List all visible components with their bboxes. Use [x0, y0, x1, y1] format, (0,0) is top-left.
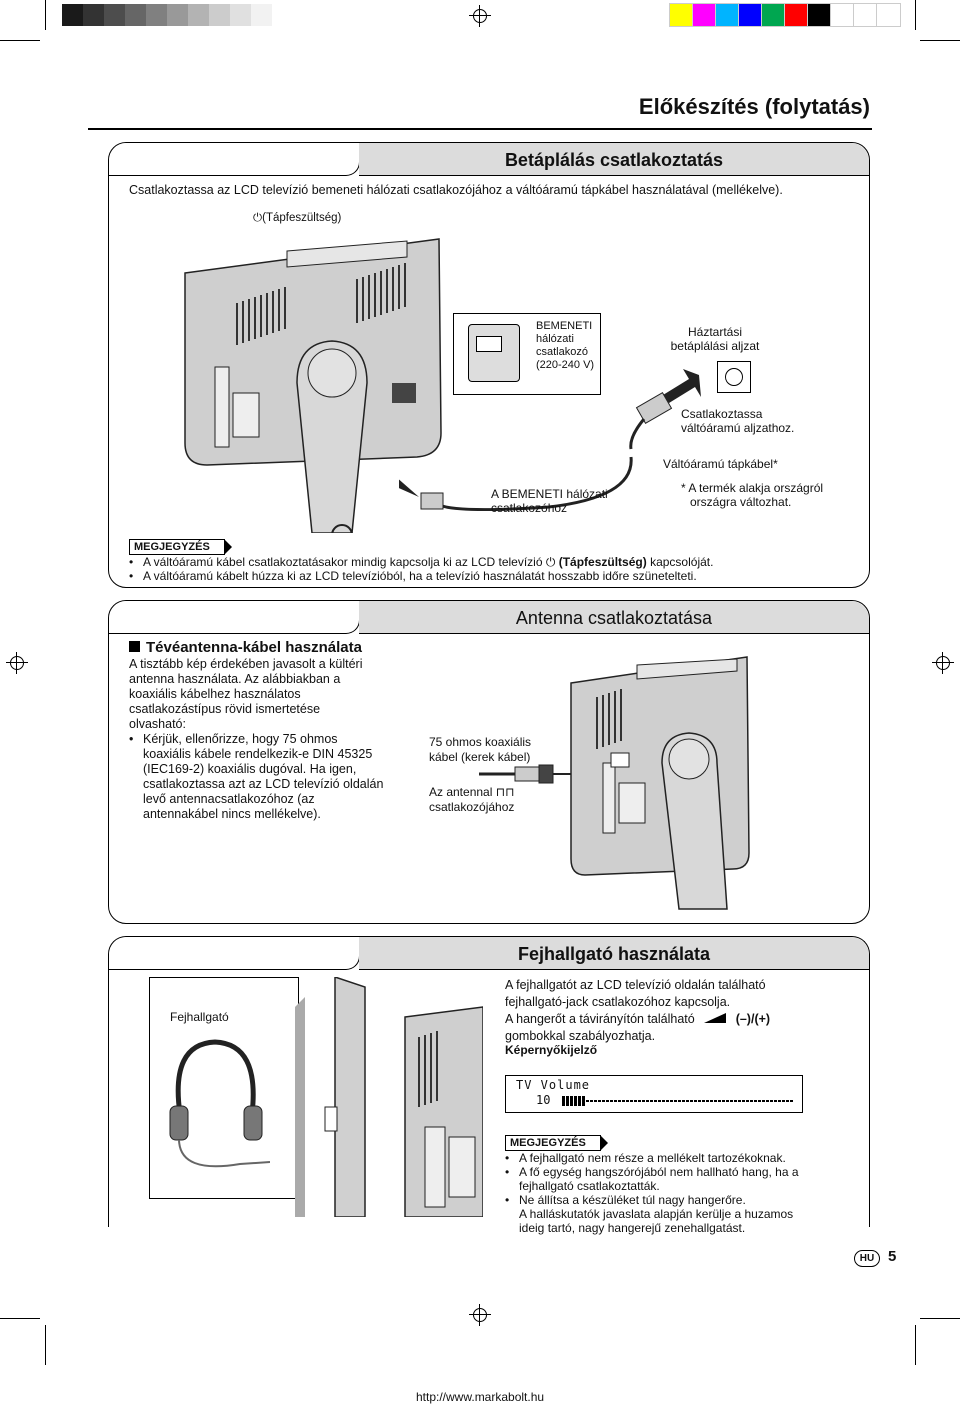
gray-swatch: [62, 4, 83, 26]
power-icon: ⏻: [545, 555, 556, 569]
registration-mark-top: [469, 5, 491, 27]
headphone-inset: Fejhallgató: [149, 977, 299, 1199]
color-swatch: [807, 3, 832, 27]
tv-headphone-jack-illustration: [295, 977, 483, 1217]
color-swatch: [876, 3, 901, 27]
power-switch-label: ⏻(Tápfeszültség): [253, 212, 342, 224]
headphone-panel: Fejhallgató használata Fejhallgató A fej…: [108, 936, 870, 1235]
antenna-paragraph: A tisztább kép érdekében javasolt a kült…: [129, 657, 363, 731]
crop-mark: [915, 1325, 916, 1365]
osd-volume-box: TV Volume 10: [505, 1075, 803, 1113]
note-item: A váltóáramú kábel csatlakoztatásakor mi…: [129, 555, 849, 569]
antenna-jack-icon: ⊓⊓: [495, 785, 515, 799]
note-item: A fejhallgató nem része a mellékelt tart…: [505, 1151, 855, 1165]
volume-buttons: (–)/(+): [735, 1012, 771, 1026]
osd-volume-value: 10: [536, 1093, 551, 1107]
note-item: A váltóáramú kábelt húzza ki az LCD tele…: [129, 569, 849, 583]
gray-swatch: [167, 4, 188, 26]
footer-url[interactable]: http://www.markabolt.hu: [416, 1390, 545, 1404]
antenna-jack-label: Az antennal ⊓⊓ csatlakozójához: [429, 785, 515, 814]
power-notes: A váltóáramú kábel csatlakoztatásakor mi…: [129, 555, 849, 583]
phones-label: Fejhallgató: [170, 1010, 229, 1024]
bullet-square-icon: [129, 641, 140, 652]
gray-swatch: [209, 4, 230, 26]
wall-socket-icon: [717, 361, 751, 393]
registration-mark-left: [6, 652, 28, 674]
headphones-icon: [169, 1039, 270, 1168]
power-panel: Betáplálás csatlakoztatás Csatlakoztassa…: [108, 142, 870, 588]
crop-mark: [45, 1325, 46, 1365]
headphone-notes: A fejhallgató nem része a mellékelt tart…: [505, 1151, 855, 1235]
crop-mark: [0, 1318, 40, 1319]
gray-swatch: [104, 4, 125, 26]
crop-mark: [920, 40, 960, 41]
color-swatch: [830, 3, 855, 27]
note-badge: MEGJEGYZÉS: [129, 539, 232, 555]
note-item: A fő egység hangszórójából nem hallható …: [505, 1165, 855, 1193]
title-rule: [88, 128, 872, 130]
crop-mark: [0, 40, 40, 41]
gray-swatch: [188, 4, 209, 26]
ac-cable-label: Váltóáramú tápkábel*: [663, 457, 778, 471]
crop-mark: [920, 1318, 960, 1319]
note-item: Ne állítsa a készüléket túl nagy hangerő…: [505, 1193, 855, 1235]
power-section-title: Betáplálás csatlakoztatás: [359, 143, 869, 176]
headphone-section-title: Fejhallgató használata: [359, 937, 869, 970]
page-title: Előkészítés (folytatás): [638, 94, 870, 119]
registration-mark-bottom: [469, 1304, 491, 1326]
antenna-panel: Antenna csatlakoztatása Tévéantenna-kábe…: [108, 600, 870, 924]
registration-mark-right: [932, 652, 954, 674]
grayscale-bars: [62, 4, 272, 26]
gray-swatch: [230, 4, 251, 26]
gray-swatch: [251, 4, 272, 26]
osd-volume-bar: [562, 1096, 794, 1106]
color-swatch: [761, 3, 786, 27]
gray-swatch: [125, 4, 146, 26]
note-badge: MEGJEGYZÉS: [505, 1135, 608, 1151]
tv-back-illustration: [184, 238, 442, 533]
page-number: 5: [888, 1248, 897, 1265]
coax-plug-icon: [479, 764, 575, 784]
color-bars: [669, 3, 901, 27]
color-swatch: [692, 3, 717, 27]
color-swatch: [853, 3, 878, 27]
inlet-socket-icon: [468, 324, 520, 382]
antenna-bullet: Kérjük, ellenőrizze, hogy 75 ohmoskoaxiá…: [129, 732, 419, 822]
crop-mark: [45, 0, 46, 30]
headphone-desc: A fejhallgatót az LCD televízió oldalán …: [505, 978, 771, 1043]
volume-icon: [704, 1013, 727, 1023]
gray-swatch: [83, 4, 104, 26]
tv-side-illustration: [570, 656, 750, 910]
power-intro: Csatlakoztassa az LCD televízió bemeneti…: [129, 183, 783, 197]
color-swatch: [738, 3, 763, 27]
antenna-subtitle: Tévéantenna-kábel használata: [129, 639, 362, 656]
crop-mark: [915, 0, 916, 30]
gray-swatch: [146, 4, 167, 26]
color-swatch: [715, 3, 740, 27]
osd-title: Képernyőkijelző: [505, 1043, 598, 1057]
color-swatch: [784, 3, 809, 27]
language-badge: HU: [854, 1250, 880, 1267]
osd-label: TV Volume: [516, 1078, 591, 1092]
ac-cable-illustration: [399, 369, 701, 512]
color-swatch: [669, 3, 694, 27]
antenna-section-title: Antenna csatlakoztatása: [359, 601, 869, 634]
power-icon: ⏻: [253, 212, 263, 224]
antenna-bullets: Kérjük, ellenőrizze, hogy 75 ohmoskoaxiá…: [129, 732, 419, 822]
